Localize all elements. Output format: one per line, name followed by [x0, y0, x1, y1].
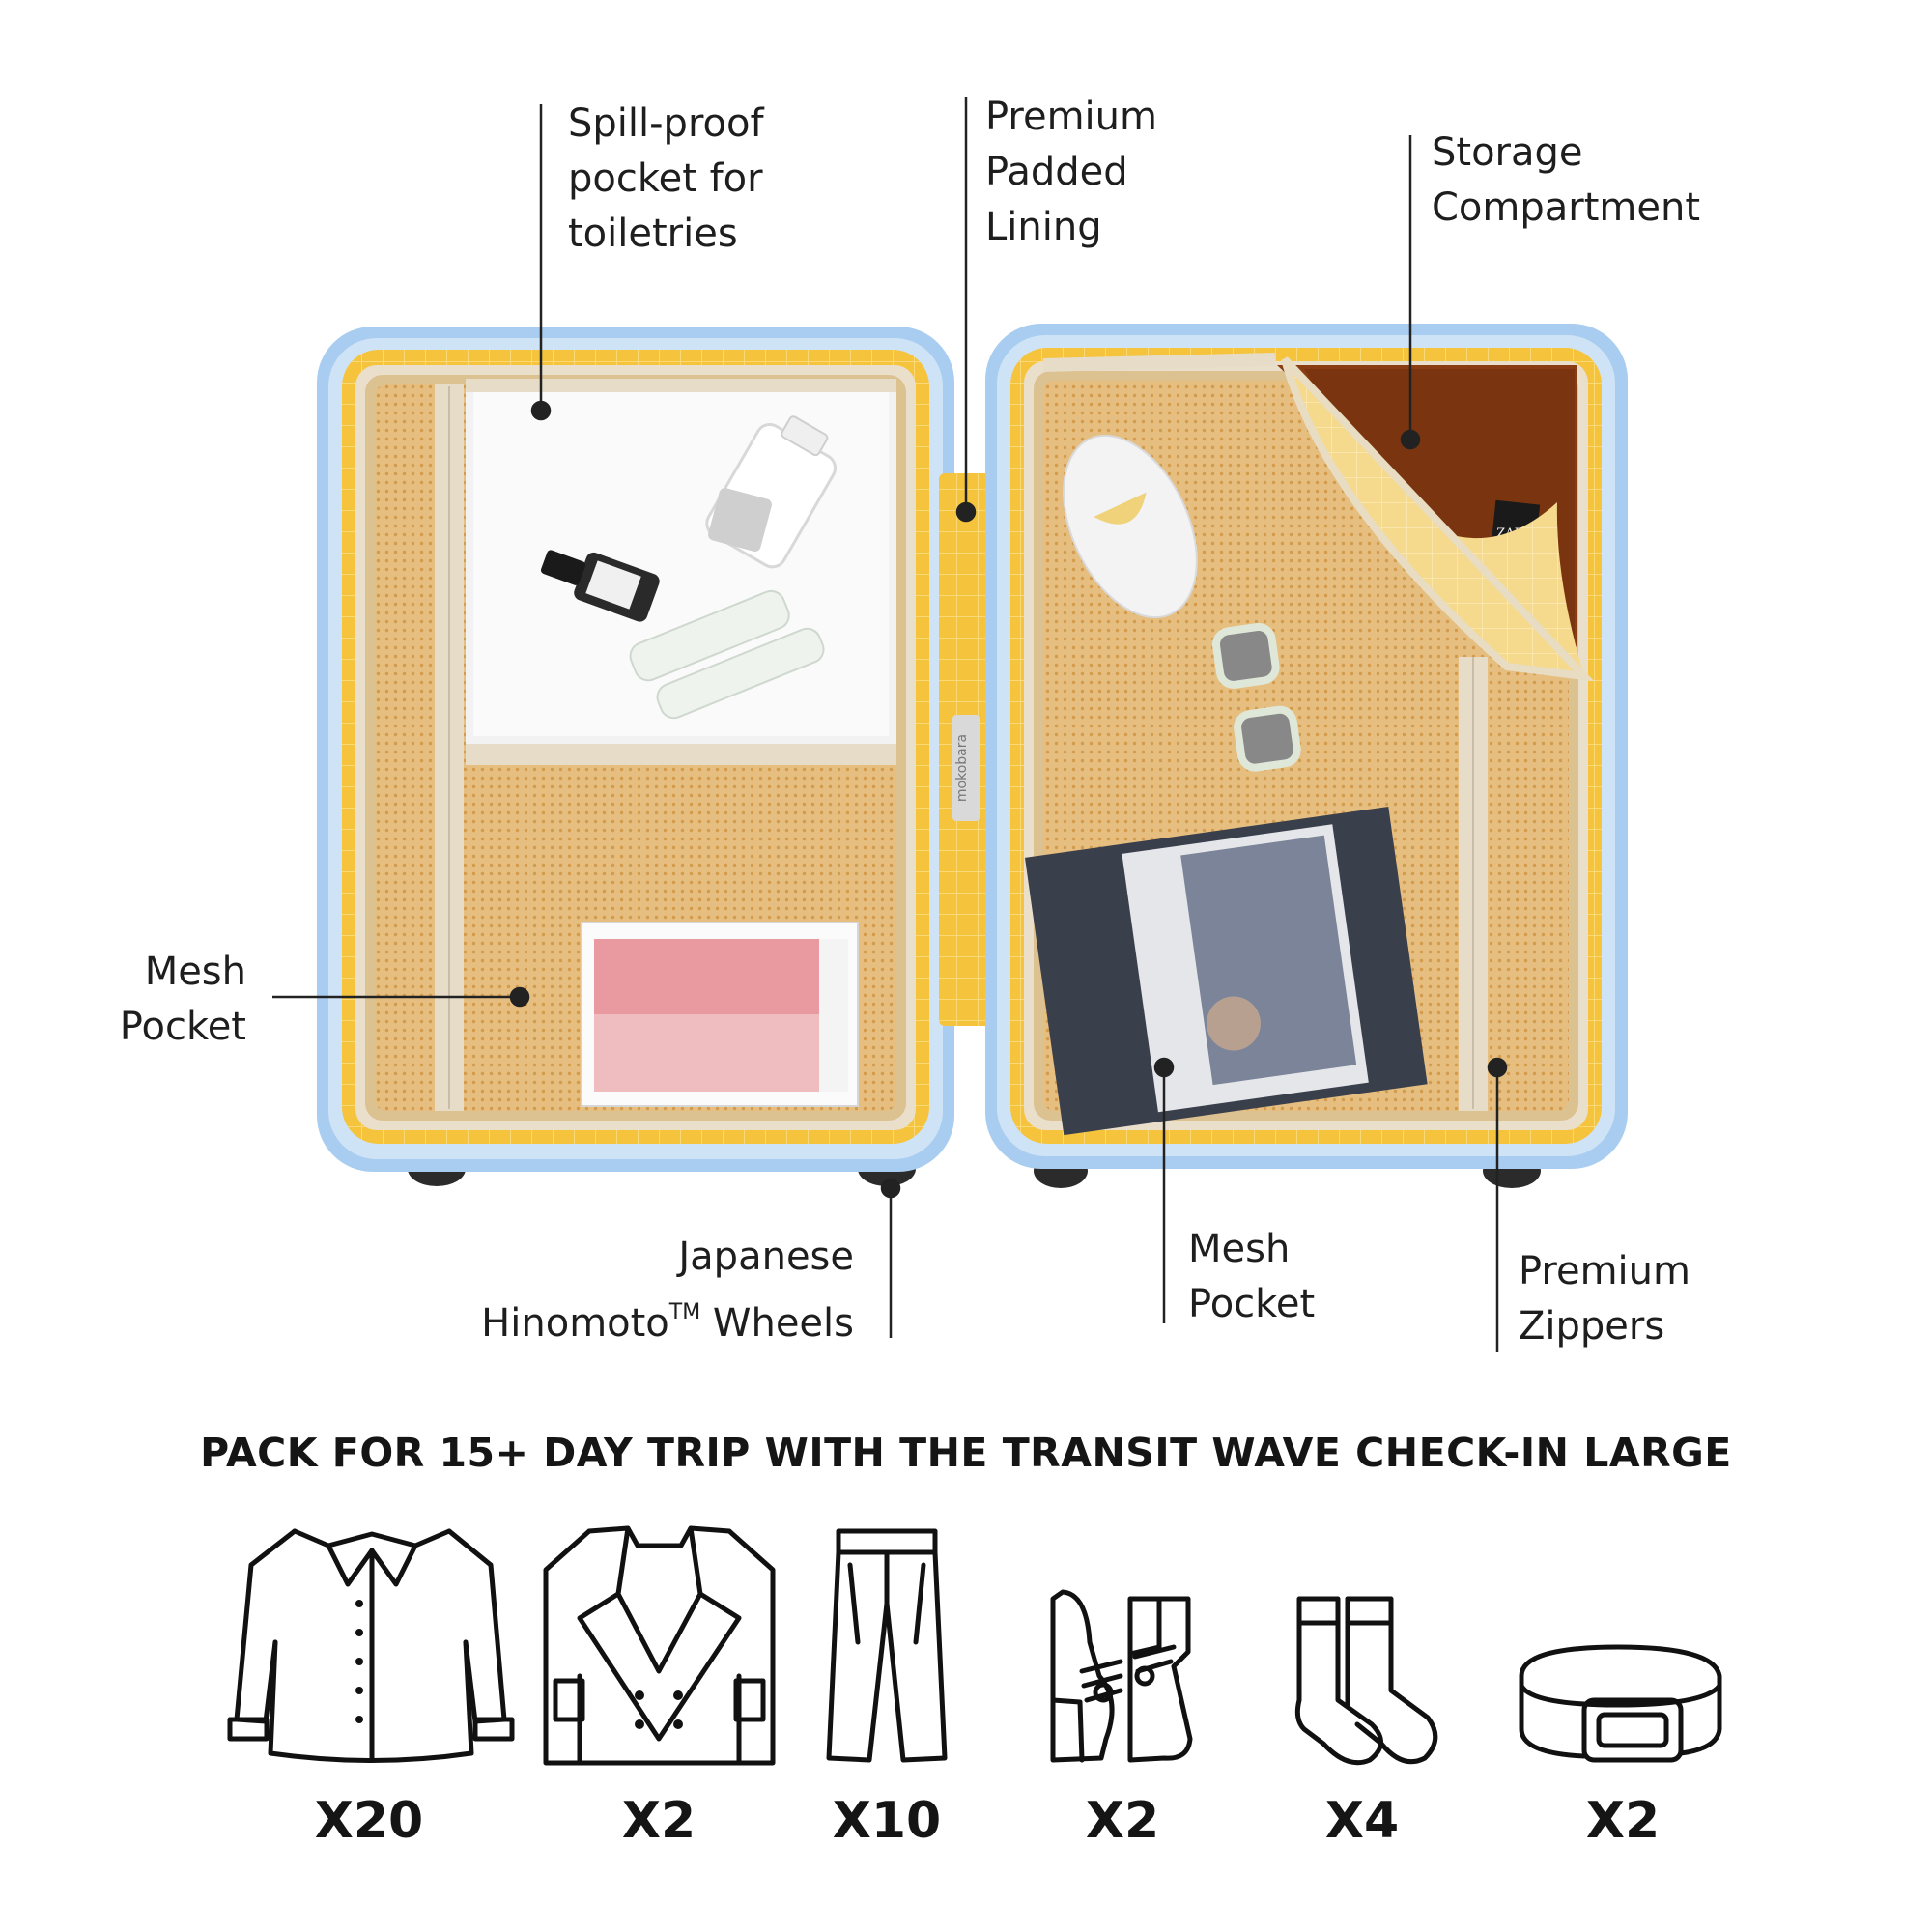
book-in-mesh: [581, 922, 859, 1107]
callout-premium-zippers: Premium Zippers: [1519, 1249, 1690, 1349]
callout-mesh-pocket-left: Mesh Pocket: [119, 950, 246, 1049]
sunglasses: [1211, 622, 1301, 772]
callout-spill-proof: Spill-proof pocket for toiletries: [568, 101, 764, 256]
packing-headline: PACK FOR 15+ DAY TRIP WITH THE TRANSIT W…: [200, 1430, 1732, 1476]
callout-wheels: Japanese HinomotoTM Wheels: [481, 1235, 854, 1346]
lining-brand-text: mokobara: [954, 734, 970, 802]
callout-mesh-pocket-right: Mesh Pocket: [1188, 1227, 1316, 1326]
belt-icon: [1519, 1644, 1722, 1763]
qty-blazers: X2: [621, 1792, 696, 1850]
callout-storage-compartment: Storage Compartment: [1432, 130, 1701, 230]
qty-belts: X2: [1585, 1792, 1661, 1850]
callout-padded-lining: Premium Padded Lining: [985, 95, 1157, 249]
trousers-icon: [826, 1528, 948, 1763]
socks-icon: [1294, 1596, 1438, 1766]
shoes-icon: [1050, 1589, 1193, 1763]
qty-shirts: X20: [314, 1792, 424, 1850]
magazine: [1024, 807, 1428, 1136]
shirt-buttons: [355, 1600, 363, 1723]
blazer-icon: [543, 1525, 776, 1766]
shirt-icon: [227, 1528, 515, 1763]
qty-trousers: X10: [832, 1792, 942, 1850]
qty-shoes: X2: [1085, 1792, 1160, 1850]
blazer-buttons: [635, 1690, 683, 1729]
qty-socks: X4: [1324, 1792, 1400, 1850]
